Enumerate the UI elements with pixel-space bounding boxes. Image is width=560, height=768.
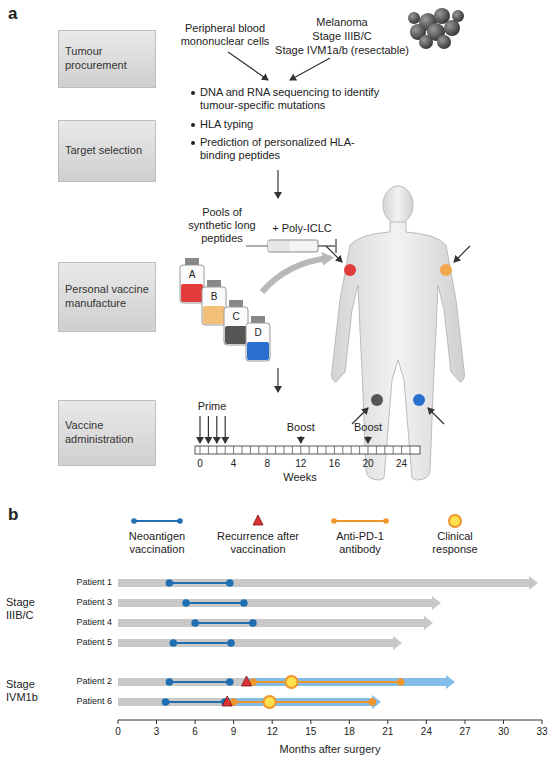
legend-text: Clinical response — [420, 530, 490, 556]
tick-label: 30 — [489, 726, 519, 738]
peptide-label: Pools of synthetic long peptides — [182, 206, 262, 246]
syringe — [246, 239, 336, 253]
patient-label: Patient 6 — [60, 696, 112, 707]
peptide-vial: D — [244, 316, 272, 362]
tick-label: 27 — [450, 726, 480, 738]
stage-name: Tumour procurement — [65, 45, 149, 73]
tick-label: 12 — [289, 458, 313, 470]
dose-label: Prime — [192, 400, 232, 413]
anti-pd1-lines — [231, 679, 404, 705]
stage-name: Target selection — [65, 144, 142, 158]
source-label: Melanoma — [272, 16, 412, 29]
tick-label: 9 — [219, 726, 249, 738]
dose-label: Boost — [347, 421, 389, 434]
tick-label: 21 — [373, 726, 403, 738]
tick-label: 16 — [322, 458, 346, 470]
patient-label: Patient 1 — [60, 577, 112, 588]
source-label: Peripheral blood mononuclear cells — [170, 22, 280, 48]
patient-label: Patient 3 — [60, 597, 112, 608]
human-figure — [326, 186, 470, 480]
tick-label: 20 — [356, 458, 380, 470]
legend-text: Neoantigen vaccination — [112, 530, 202, 556]
tick-label: 24 — [411, 726, 441, 738]
response-markers — [264, 676, 298, 708]
vial-letter: B — [200, 291, 228, 302]
tick-label: 24 — [390, 458, 414, 470]
stage-box: Vaccine administration — [58, 400, 156, 466]
tick-label: 33 — [527, 726, 557, 738]
adjuvant-label: + Poly-ICLC — [262, 222, 342, 235]
tick-label: 4 — [222, 458, 246, 470]
tick-label: 15 — [296, 726, 326, 738]
legend-samples — [131, 515, 461, 527]
bullet-dots — [191, 91, 195, 145]
axis-title: Weeks — [270, 471, 330, 484]
vaccination-lines — [163, 580, 256, 705]
stage-group-label: Stage IVM1b — [6, 678, 58, 704]
delivery-arrow — [262, 258, 330, 292]
source-label: Stage IVM1a/b (resectable) — [272, 44, 412, 57]
axis-title: Months after surgery — [230, 743, 430, 756]
dose-label: Boost — [280, 421, 322, 434]
stage-box: Tumour procurement — [58, 30, 156, 88]
vial-letter: C — [222, 311, 250, 322]
tumour-illustration — [408, 8, 464, 49]
patient-label: Patient 2 — [60, 676, 112, 687]
vial-outline — [244, 316, 272, 362]
panel-letter: a — [8, 4, 28, 24]
legend-text: Recurrence after vaccination — [203, 530, 313, 556]
patient-bars — [118, 576, 538, 709]
bullet-text: HLA typing — [200, 118, 380, 131]
month-axis — [118, 720, 542, 724]
tick-label: 3 — [142, 726, 172, 738]
tick-label: 18 — [334, 726, 364, 738]
vial-letter: A — [178, 269, 206, 280]
patient-label: Patient 4 — [60, 617, 112, 628]
stage-group-label: Stage IIIB/C — [6, 596, 58, 622]
recurrence-markers — [222, 676, 251, 706]
tick-label: 8 — [255, 458, 279, 470]
legend-text: Anti-PD-1 antibody — [320, 530, 400, 556]
tick-label: 0 — [103, 726, 133, 738]
stage-box: Personal vaccine manufacture — [58, 262, 156, 332]
tick-label: 12 — [257, 726, 287, 738]
stage-name: Vaccine administration — [65, 419, 149, 447]
bullet-text: Prediction of personalized HLA-binding p… — [200, 136, 375, 162]
panel-letter: b — [8, 505, 28, 525]
source-label: Stage IIIB/C — [272, 30, 412, 43]
bullet-text: DNA and RNA sequencing to identify tumou… — [200, 86, 380, 112]
stage-name: Personal vaccine manufacture — [65, 283, 149, 311]
tick-label: 6 — [180, 726, 210, 738]
vial-letter: D — [244, 327, 272, 338]
patient-label: Patient 5 — [60, 637, 112, 648]
week-timeline — [195, 416, 420, 454]
stage-box: Target selection — [58, 120, 156, 182]
tick-label: 0 — [188, 458, 212, 470]
